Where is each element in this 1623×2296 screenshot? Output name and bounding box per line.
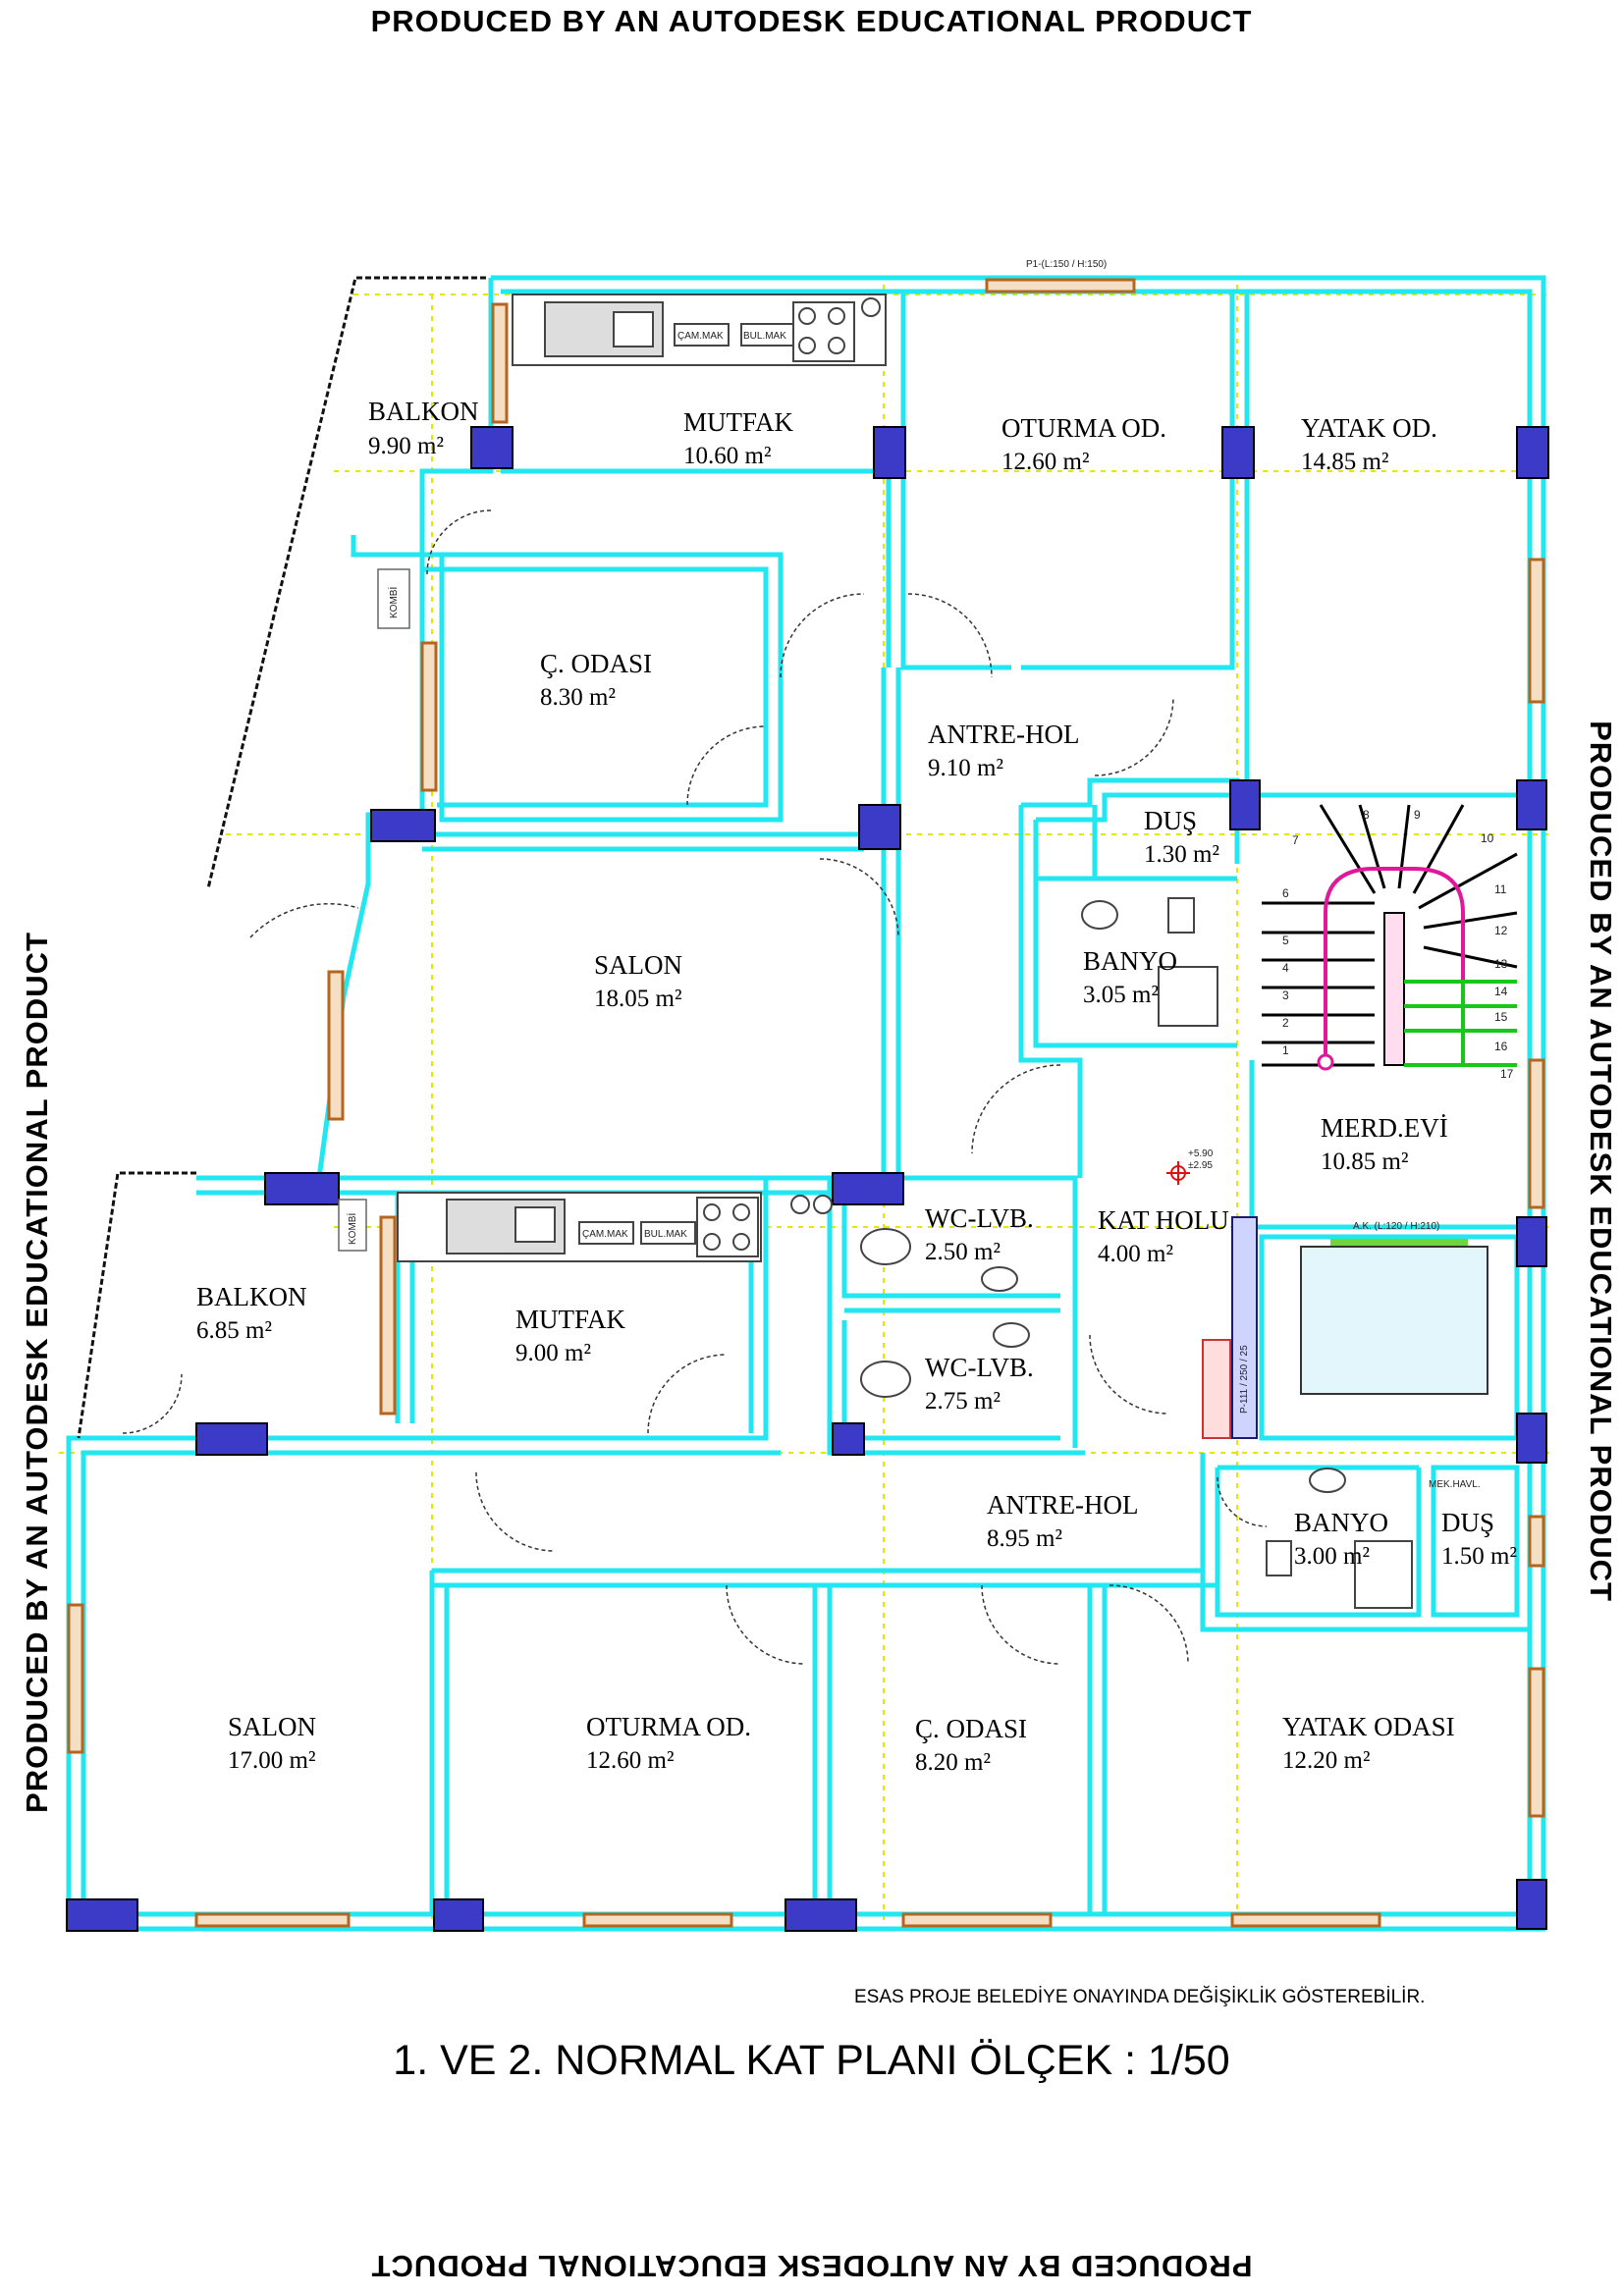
room-area: 14.85 m²	[1301, 449, 1388, 475]
svg-text:14: 14	[1494, 985, 1508, 998]
level-text-1: +5.90	[1188, 1148, 1214, 1159]
room-name: SALON	[228, 1712, 316, 1741]
kitchen-counter-bottom	[397, 1192, 762, 1262]
room-area: 8.95 m²	[987, 1525, 1062, 1552]
kombi-box-top	[377, 568, 410, 629]
room-area: 12.60 m²	[1001, 449, 1089, 475]
room-area: 9.10 m²	[928, 755, 1003, 781]
room-area: 18.05 m²	[594, 986, 681, 1012]
elevator-door-bar	[1330, 1239, 1468, 1249]
dishwasher-label-top: ÇAM.MAK	[677, 331, 724, 342]
doors	[122, 509, 1268, 1665]
level-text-2: ±2.95	[1188, 1160, 1213, 1171]
elevator-door-tag: A.K. (L:120 / H:210)	[1353, 1221, 1439, 1232]
svg-text:9: 9	[1414, 808, 1421, 822]
svg-text:2: 2	[1282, 1016, 1289, 1030]
svg-text:7: 7	[1292, 833, 1299, 847]
room-area: 8.20 m²	[915, 1749, 991, 1776]
room-name: ANTRE-HOL	[987, 1490, 1138, 1520]
balcony-rails	[77, 276, 486, 1439]
room-area: 1.30 m²	[1144, 841, 1219, 868]
svg-text:4: 4	[1282, 961, 1289, 975]
svg-text:10: 10	[1481, 831, 1494, 845]
room-area: 9.00 m²	[515, 1340, 591, 1366]
columns	[66, 426, 1549, 1932]
room-name: DUŞ	[1144, 806, 1197, 835]
room-area: 9.90 m²	[368, 433, 444, 459]
axis-lines	[59, 285, 1551, 1924]
room-name: KAT HOLU	[1098, 1205, 1229, 1235]
room-area: 6.85 m²	[196, 1317, 272, 1344]
kombi-label-top: KOMBİ	[387, 587, 400, 618]
room-area: 1.50 m²	[1441, 1543, 1517, 1570]
room-area: 3.00 m²	[1294, 1543, 1370, 1570]
room-name: BANYO	[1294, 1508, 1388, 1537]
windows	[67, 278, 1545, 1928]
svg-text:16: 16	[1494, 1040, 1508, 1053]
room-name: SALON	[594, 950, 682, 980]
room-name: WC-LVB.	[925, 1353, 1034, 1382]
room-area: 2.50 m²	[925, 1239, 1001, 1265]
sanitary-fixtures	[790, 297, 1413, 1609]
shaft-tag: P-111 / 250 / 25	[1239, 1345, 1250, 1414]
svg-text:13: 13	[1494, 957, 1508, 971]
room-area: 2.75 m²	[925, 1388, 1001, 1415]
room-name: Ç. ODASI	[540, 649, 652, 678]
room-area: 3.05 m²	[1083, 982, 1159, 1008]
svg-text:3: 3	[1282, 988, 1289, 1002]
room-name: YATAK ODASI	[1282, 1712, 1455, 1741]
revision-note: ESAS PROJE BELEDİYE ONAYINDA DEĞİŞİKLİK …	[854, 1987, 1426, 2007]
washer-label-bottom: BUL.MAK	[644, 1229, 687, 1240]
stair-start-marker	[1317, 1053, 1334, 1071]
room-area: 12.60 m²	[586, 1747, 674, 1774]
shaft-hatch	[1231, 1216, 1258, 1439]
room-area: 17.00 m²	[228, 1747, 315, 1774]
kombi-box-bottom	[338, 1199, 367, 1252]
room-name: MUTFAK	[515, 1305, 626, 1334]
room-area: 10.60 m²	[683, 443, 771, 469]
kitchen-counter-top	[512, 294, 887, 366]
room-name: OTURMA OD.	[1001, 413, 1166, 443]
svg-text:8: 8	[1363, 808, 1370, 822]
room-name: YATAK OD.	[1301, 413, 1437, 443]
room-area: 4.00 m²	[1098, 1241, 1173, 1267]
room-name: BALKON	[368, 397, 479, 426]
kombi-label-bottom: KOMBİ	[346, 1213, 358, 1245]
level-marker	[1166, 1161, 1190, 1185]
svg-text:6: 6	[1282, 886, 1289, 900]
svg-text:1: 1	[1282, 1043, 1289, 1057]
watermark-top: PRODUCED BY AN AUTODESK EDUCATIONAL PROD…	[370, 4, 1253, 38]
room-name: MUTFAK	[683, 407, 794, 437]
svg-text:5: 5	[1282, 934, 1289, 947]
elevator-car	[1300, 1246, 1488, 1395]
room-name: OTURMA OD.	[586, 1712, 751, 1741]
washer-label-top: BUL.MAK	[743, 331, 786, 342]
dishwasher-label-bottom: ÇAM.MAK	[582, 1229, 628, 1240]
room-area: 8.30 m²	[540, 684, 616, 711]
shaft-door	[1202, 1339, 1231, 1439]
svg-text:12: 12	[1494, 924, 1508, 937]
room-name: WC-LVB.	[925, 1203, 1034, 1233]
walls	[66, 275, 1546, 1932]
room-name: BALKON	[196, 1282, 307, 1311]
svg-text:11: 11	[1494, 882, 1507, 896]
room-name: ANTRE-HOL	[928, 720, 1079, 749]
room-labels: BALKON 9.90 m² MUTFAK 10.60 m² OTURMA OD…	[196, 397, 1517, 1776]
towel-dryer-label: MEK.HAVL.	[1429, 1479, 1481, 1490]
staircase	[1262, 804, 1518, 1067]
drawing-title: 1. VE 2. NORMAL KAT PLANI ÖLÇEK : 1/50	[393, 2037, 1230, 2084]
room-area: 10.85 m²	[1321, 1148, 1408, 1175]
room-name: MERD.EVİ	[1321, 1113, 1448, 1143]
stair-landing	[1404, 980, 1517, 1067]
stair-step-numbers: 1 2 3 4 5 6 7 8 9 10 11 12 13 14 15 16 1…	[1282, 808, 1514, 1081]
stair-handrail	[1324, 867, 1465, 1065]
svg-text:15: 15	[1494, 1010, 1508, 1024]
top-window-tag: P1-(L:150 / H:150)	[1026, 259, 1107, 270]
room-name: DUŞ	[1441, 1508, 1494, 1537]
svg-text:17: 17	[1500, 1067, 1514, 1081]
room-name: Ç. ODASI	[915, 1714, 1027, 1743]
room-name: BANYO	[1083, 946, 1177, 976]
room-area: 12.20 m²	[1282, 1747, 1370, 1774]
